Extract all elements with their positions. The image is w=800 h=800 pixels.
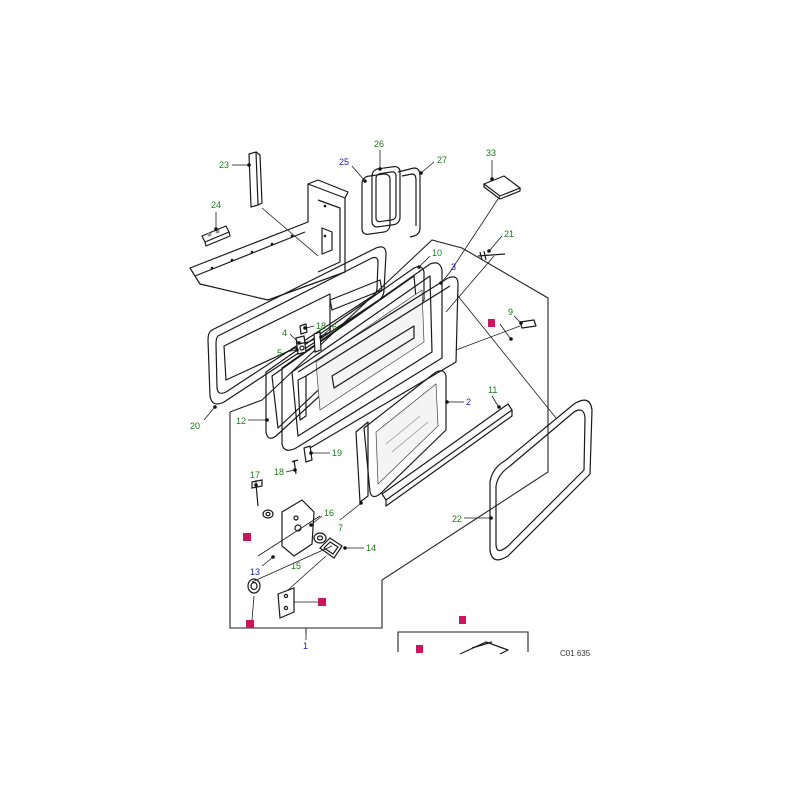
callout-7: 7	[338, 523, 343, 533]
callout-5: 5	[277, 348, 282, 358]
part-21-pin	[477, 250, 506, 261]
part-23-trim-strip	[248, 151, 263, 208]
part-2-glass-panel	[363, 370, 447, 498]
callout-labels: 23 24 25 26 27 33 21 10 3 9 4 18 6 5 20 …	[190, 139, 514, 651]
callout-leaders	[203, 150, 523, 640]
callout-2: 2	[466, 397, 471, 407]
callout-20: 20	[190, 421, 200, 431]
part-33-pad	[482, 175, 522, 200]
part-10-window-frame	[281, 262, 443, 451]
part-18-screw-upper	[299, 323, 308, 335]
callout-10: 10	[432, 248, 442, 258]
part-17-bolt	[251, 479, 263, 507]
part-18-screw-lower	[291, 459, 299, 475]
callout-6: 6	[332, 322, 337, 332]
bushing	[247, 578, 261, 594]
marker-boxes	[243, 319, 495, 653]
figure-code: C01 635	[560, 649, 591, 658]
callout-3: 3	[451, 262, 456, 272]
callout-23: 23	[219, 160, 229, 170]
part-6-catch	[313, 331, 322, 353]
detail-inset-box	[397, 631, 529, 655]
callout-1: 1	[303, 641, 308, 651]
part-19-clip	[303, 445, 313, 463]
washer	[262, 509, 274, 519]
callout-12: 12	[236, 416, 246, 426]
callout-25: 25	[339, 157, 349, 167]
callout-4: 4	[282, 328, 287, 338]
callout-22: 22	[452, 514, 462, 524]
callout-21: 21	[504, 229, 514, 239]
marker-plate	[318, 598, 326, 606]
part-25-seal	[361, 173, 391, 235]
hinge-leaders	[251, 515, 333, 591]
part-26-seal	[371, 165, 401, 228]
callout-26: 26	[374, 139, 384, 149]
part-15-plate	[277, 587, 295, 619]
callout-16: 16	[324, 508, 334, 518]
marker-inset-left	[416, 645, 423, 653]
callout-15: 15	[291, 561, 301, 571]
callout-18-upper: 18	[316, 321, 326, 331]
part-14-gasket	[319, 537, 343, 559]
marker-left-2	[246, 620, 254, 628]
guide-rails	[261, 195, 557, 419]
marker-left-1	[243, 533, 251, 541]
callout-18-lower: 18	[274, 467, 284, 477]
callout-13: 13	[250, 567, 260, 577]
part-13-hinge-body	[281, 499, 315, 557]
part-24-bracket	[201, 225, 231, 247]
callout-19: 19	[332, 448, 342, 458]
marker-inset-top	[459, 616, 466, 624]
callout-17: 17	[250, 470, 260, 480]
part-7-glass-frame	[355, 421, 369, 503]
part-11-channel	[381, 403, 513, 507]
marker-8	[488, 319, 495, 327]
body-side-panel	[189, 179, 349, 301]
callout-27: 27	[437, 155, 447, 165]
part-22-seal	[489, 399, 593, 561]
part-27-channel	[397, 167, 421, 238]
callout-11: 11	[488, 385, 497, 395]
part-16-spacer	[313, 532, 327, 544]
part-3-window-frame	[297, 276, 459, 449]
callout-24: 24	[211, 200, 221, 210]
part-9-runner	[455, 319, 537, 351]
callout-33: 33	[486, 148, 496, 158]
callout-9: 9	[508, 307, 513, 317]
callout-14: 14	[366, 543, 376, 553]
